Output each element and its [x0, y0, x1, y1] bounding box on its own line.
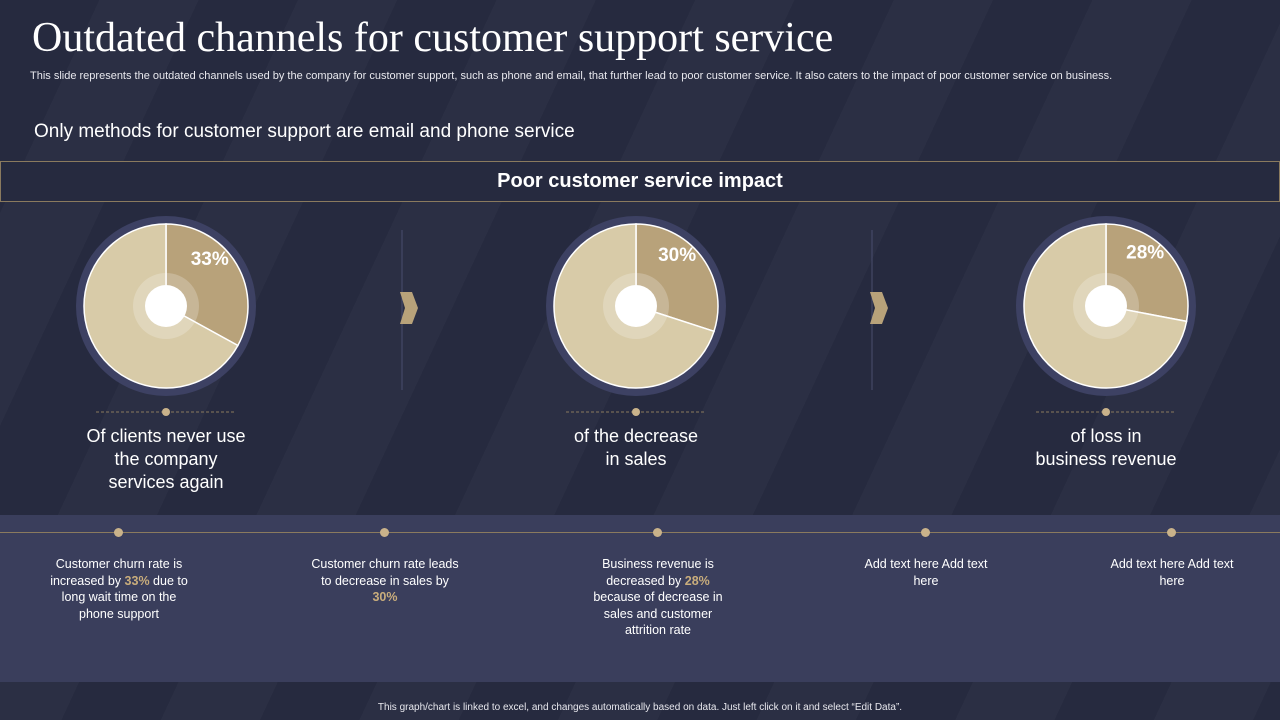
chevron-right-icon — [400, 230, 418, 390]
note-5[interactable]: Add text here Add text here — [1110, 557, 1234, 588]
pie-caption-3: of loss in business revenue — [996, 425, 1216, 471]
pie-center — [1085, 285, 1127, 327]
caption-line: Of clients never use — [86, 426, 246, 446]
connector-1 — [96, 408, 236, 416]
notes-panel — [0, 515, 1280, 682]
pie-chart-3[interactable]: 28% — [1016, 216, 1196, 396]
timeline-dot — [653, 528, 662, 537]
caption-line: of loss in — [1070, 426, 1142, 446]
timeline-dot — [114, 528, 123, 537]
impact-title: Poor customer service impact — [497, 170, 783, 192]
caption-line: of the decrease — [573, 426, 699, 446]
caption-line: the company — [114, 449, 218, 469]
caption-line: business revenue — [1035, 449, 1177, 469]
caption-line: in sales — [605, 449, 667, 469]
pie-slice-highlight — [165, 223, 249, 347]
caption-line: services again — [108, 472, 224, 492]
chevron-right-icon — [870, 230, 888, 390]
pie-value-label: 28% — [1126, 243, 1164, 264]
pie-slice-highlight — [1105, 223, 1189, 323]
pie-center — [145, 285, 187, 327]
connector-3 — [1036, 408, 1176, 416]
pie-caption-1: Of clients never use the company service… — [56, 425, 276, 494]
pie-chart-1[interactable]: 33% — [76, 216, 256, 396]
note-1: Customer churn rate is increased by 33% … — [50, 557, 188, 621]
footer-note: This graph/chart is linked to excel, and… — [377, 702, 903, 713]
connector-2 — [566, 408, 706, 416]
pie-caption-2: of the decrease in sales — [526, 425, 746, 471]
impact-banner: Poor customer service impact — [0, 161, 1280, 202]
headline: Only methods for customer support are em… — [34, 121, 575, 142]
timeline-dot — [1167, 528, 1176, 537]
note-3: Business revenue is decreased by 28% bec… — [593, 557, 723, 637]
pie-value-label: 33% — [191, 249, 229, 270]
timeline-dot — [921, 528, 930, 537]
pie-center — [615, 285, 657, 327]
timeline-line — [0, 532, 1280, 533]
note-4[interactable]: Add text here Add text here — [864, 557, 988, 588]
timeline-dot — [380, 528, 389, 537]
page-title: Outdated channels for customer support s… — [32, 15, 834, 61]
note-2: Customer churn rate leads to decrease in… — [311, 557, 459, 604]
pie-chart-2[interactable]: 30% — [546, 216, 726, 396]
pie-value-label: 30% — [658, 245, 696, 266]
page-subtitle: This slide represents the outdated chann… — [30, 70, 1113, 82]
